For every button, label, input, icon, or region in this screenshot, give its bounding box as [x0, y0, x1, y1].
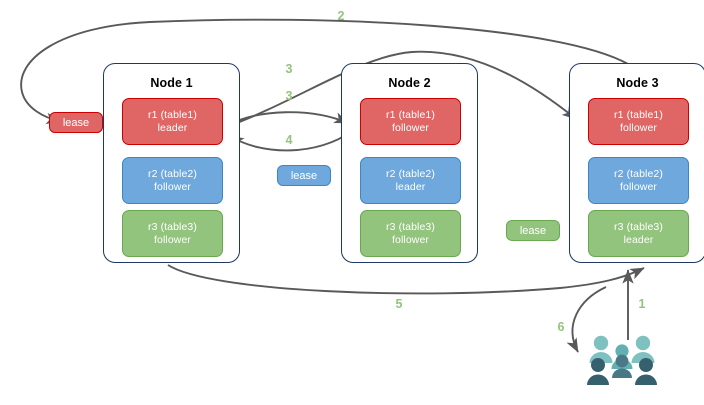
node-1-replica-r1[interactable]: r1 (table1) leader: [122, 98, 223, 145]
replica-line-2: follower: [154, 180, 191, 193]
step-label-2: 2: [337, 9, 345, 23]
replica-line-2: follower: [392, 233, 429, 246]
step-label-5: 5: [395, 297, 403, 311]
node-1-title: Node 1: [150, 76, 193, 90]
replica-line-1: r3 (table3): [386, 220, 435, 233]
replica-line-1: r1 (table1): [148, 108, 197, 121]
step-label-4: 4: [285, 133, 293, 147]
node-1-replica-r2[interactable]: r2 (table2) follower: [122, 157, 223, 204]
replica-line-1: r1 (table1): [386, 108, 435, 121]
lease-red[interactable]: lease: [49, 112, 103, 133]
replica-line-1: r2 (table2): [386, 167, 435, 180]
node-3-replica-r3[interactable]: r3 (table3) leader: [588, 210, 689, 257]
replica-line-1: r1 (table1): [614, 108, 663, 121]
node-3-box[interactable]: Node 3 r1 (table1) follower r2 (table2) …: [569, 63, 704, 263]
replica-line-2: follower: [620, 121, 657, 134]
node-3-replica-r1[interactable]: r1 (table1) follower: [588, 98, 689, 145]
step-label-1: 1: [638, 297, 646, 311]
node-3-replica-r2[interactable]: r2 (table2) follower: [588, 157, 689, 204]
users-front-center-figure: [612, 354, 632, 378]
step-label-3a: 3: [285, 62, 293, 76]
lease-green[interactable]: lease: [506, 220, 560, 241]
users-group-svg: [587, 335, 657, 385]
replica-line-2: follower: [620, 180, 657, 193]
node-2-replica-r1[interactable]: r1 (table1) follower: [360, 98, 461, 145]
arrow-step-5: [167, 264, 645, 295]
node-1-replica-r3[interactable]: r3 (table3) follower: [122, 210, 223, 257]
node-2-box[interactable]: Node 2 r1 (table1) follower r2 (table2) …: [341, 63, 478, 263]
replica-line-1: r3 (table3): [614, 220, 663, 233]
replica-line-2: follower: [154, 233, 191, 246]
lease-blue[interactable]: lease: [277, 165, 331, 186]
node-2-replica-r2[interactable]: r2 (table2) leader: [360, 157, 461, 204]
node-3-title: Node 3: [616, 76, 659, 90]
replica-line-1: r3 (table3): [148, 220, 197, 233]
users-group-icon: [586, 334, 658, 390]
replica-line-2: follower: [392, 121, 429, 134]
replica-line-2: leader: [623, 233, 654, 246]
replica-line-2: leader: [395, 180, 426, 193]
replica-line-1: r2 (table2): [148, 167, 197, 180]
node-1-box[interactable]: Node 1 r1 (table1) leader r2 (table2) fo…: [103, 63, 240, 263]
node-2-replica-r3[interactable]: r3 (table3) follower: [360, 210, 461, 257]
replica-line-2: leader: [157, 121, 188, 134]
users-front-row: [587, 358, 657, 385]
replica-line-1: r2 (table2): [614, 167, 663, 180]
step-label-3b: 3: [285, 89, 293, 103]
step-label-6: 6: [557, 320, 565, 334]
arrow-step-3-short: [223, 111, 349, 128]
node-2-title: Node 2: [388, 76, 431, 90]
